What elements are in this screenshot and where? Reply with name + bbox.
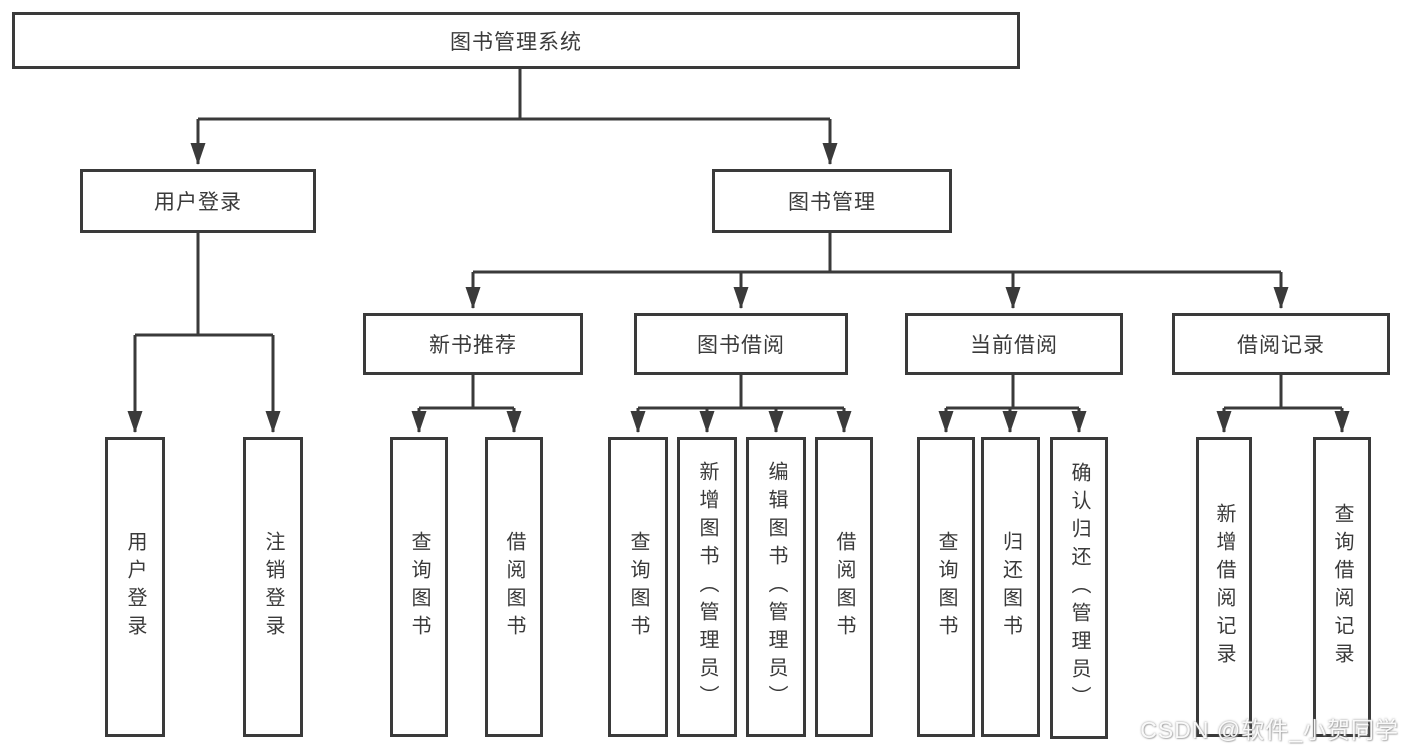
leaf-add-borrow-record: 新增借阅记录 [1196,437,1252,737]
leaf-borrow-books-recommend: 借阅图书 [485,437,543,737]
node-book-borrow: 图书借阅 [634,313,848,375]
node-label: 新增借阅记录 [1213,503,1235,671]
node-label: 查询图书 [408,531,430,643]
node-label: 编辑图书（管理员） [765,461,787,713]
node-label: 确认归还（管理员） [1068,462,1090,714]
node-label: 当前借阅 [970,334,1058,357]
node-label: 用户登录 [154,191,242,214]
leaf-logout: 注销登录 [243,437,303,737]
leaf-edit-book-admin: 编辑图书（管理员） [746,437,806,737]
leaf-query-books-borrow: 查询图书 [608,437,668,737]
node-label: 借阅图书 [503,531,525,643]
node-label: 归还图书 [999,531,1022,643]
leaf-user-login: 用户登录 [105,437,165,737]
node-label: 注销登录 [262,531,284,643]
node-label: 用户登录 [124,531,146,643]
leaf-return-books: 归还图书 [981,437,1040,737]
node-book-management: 图书管理 [712,169,952,233]
node-label: 图书借阅 [697,334,785,357]
node-library-management-system: 图书管理系统 [12,12,1020,69]
node-label: 借阅图书 [833,531,855,643]
node-label: 查询借阅记录 [1331,503,1353,671]
node-label: 图书管理 [788,191,876,214]
node-label: 图书管理系统 [450,30,582,54]
node-label: 新增图书（管理员） [696,461,718,713]
node-label: 查询图书 [627,531,649,643]
node-label: 新书推荐 [429,334,517,357]
node-user-login: 用户登录 [80,169,316,233]
leaf-add-book-admin: 新增图书（管理员） [677,437,737,737]
leaf-query-books-current: 查询图书 [917,437,975,737]
node-label: 借阅记录 [1237,334,1325,357]
node-current-borrow: 当前借阅 [905,313,1123,375]
node-label: 查询图书 [935,531,957,643]
node-new-book-recommend: 新书推荐 [363,313,583,375]
leaf-borrow-books: 借阅图书 [815,437,873,737]
leaf-query-borrow-record: 查询借阅记录 [1313,437,1371,737]
leaf-query-books-recommend: 查询图书 [390,437,448,737]
leaf-confirm-return-admin: 确认归还（管理员） [1050,437,1108,739]
node-borrow-records: 借阅记录 [1172,313,1390,375]
